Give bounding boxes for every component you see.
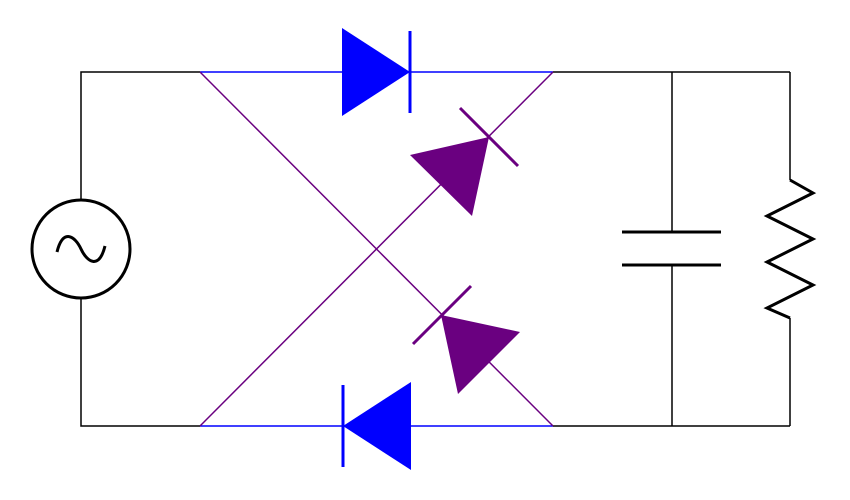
diode-bottom <box>341 382 411 470</box>
ac-source <box>30 198 132 300</box>
diode-bottom-triangle <box>343 382 411 470</box>
black-wires <box>80 71 791 427</box>
diode-cross-upper-triangle <box>410 137 489 216</box>
resistor <box>763 178 817 320</box>
purple-wires <box>199 71 554 427</box>
diode-cross-lower-triangle <box>441 315 520 394</box>
capacitor <box>622 230 721 267</box>
diode-top <box>342 28 412 116</box>
wire-diagonal-up <box>199 71 554 427</box>
sine-wave-icon <box>55 235 107 263</box>
wire-source-top <box>80 71 200 200</box>
diode-cross-lower-cathode-bar <box>411 284 473 346</box>
diode-cross-upper-cathode-bar <box>458 106 520 168</box>
diode-top-triangle <box>342 28 410 116</box>
diode-cross-upper <box>410 106 520 216</box>
wire-source-bottom <box>80 298 200 427</box>
diode-cross-lower <box>411 284 520 394</box>
